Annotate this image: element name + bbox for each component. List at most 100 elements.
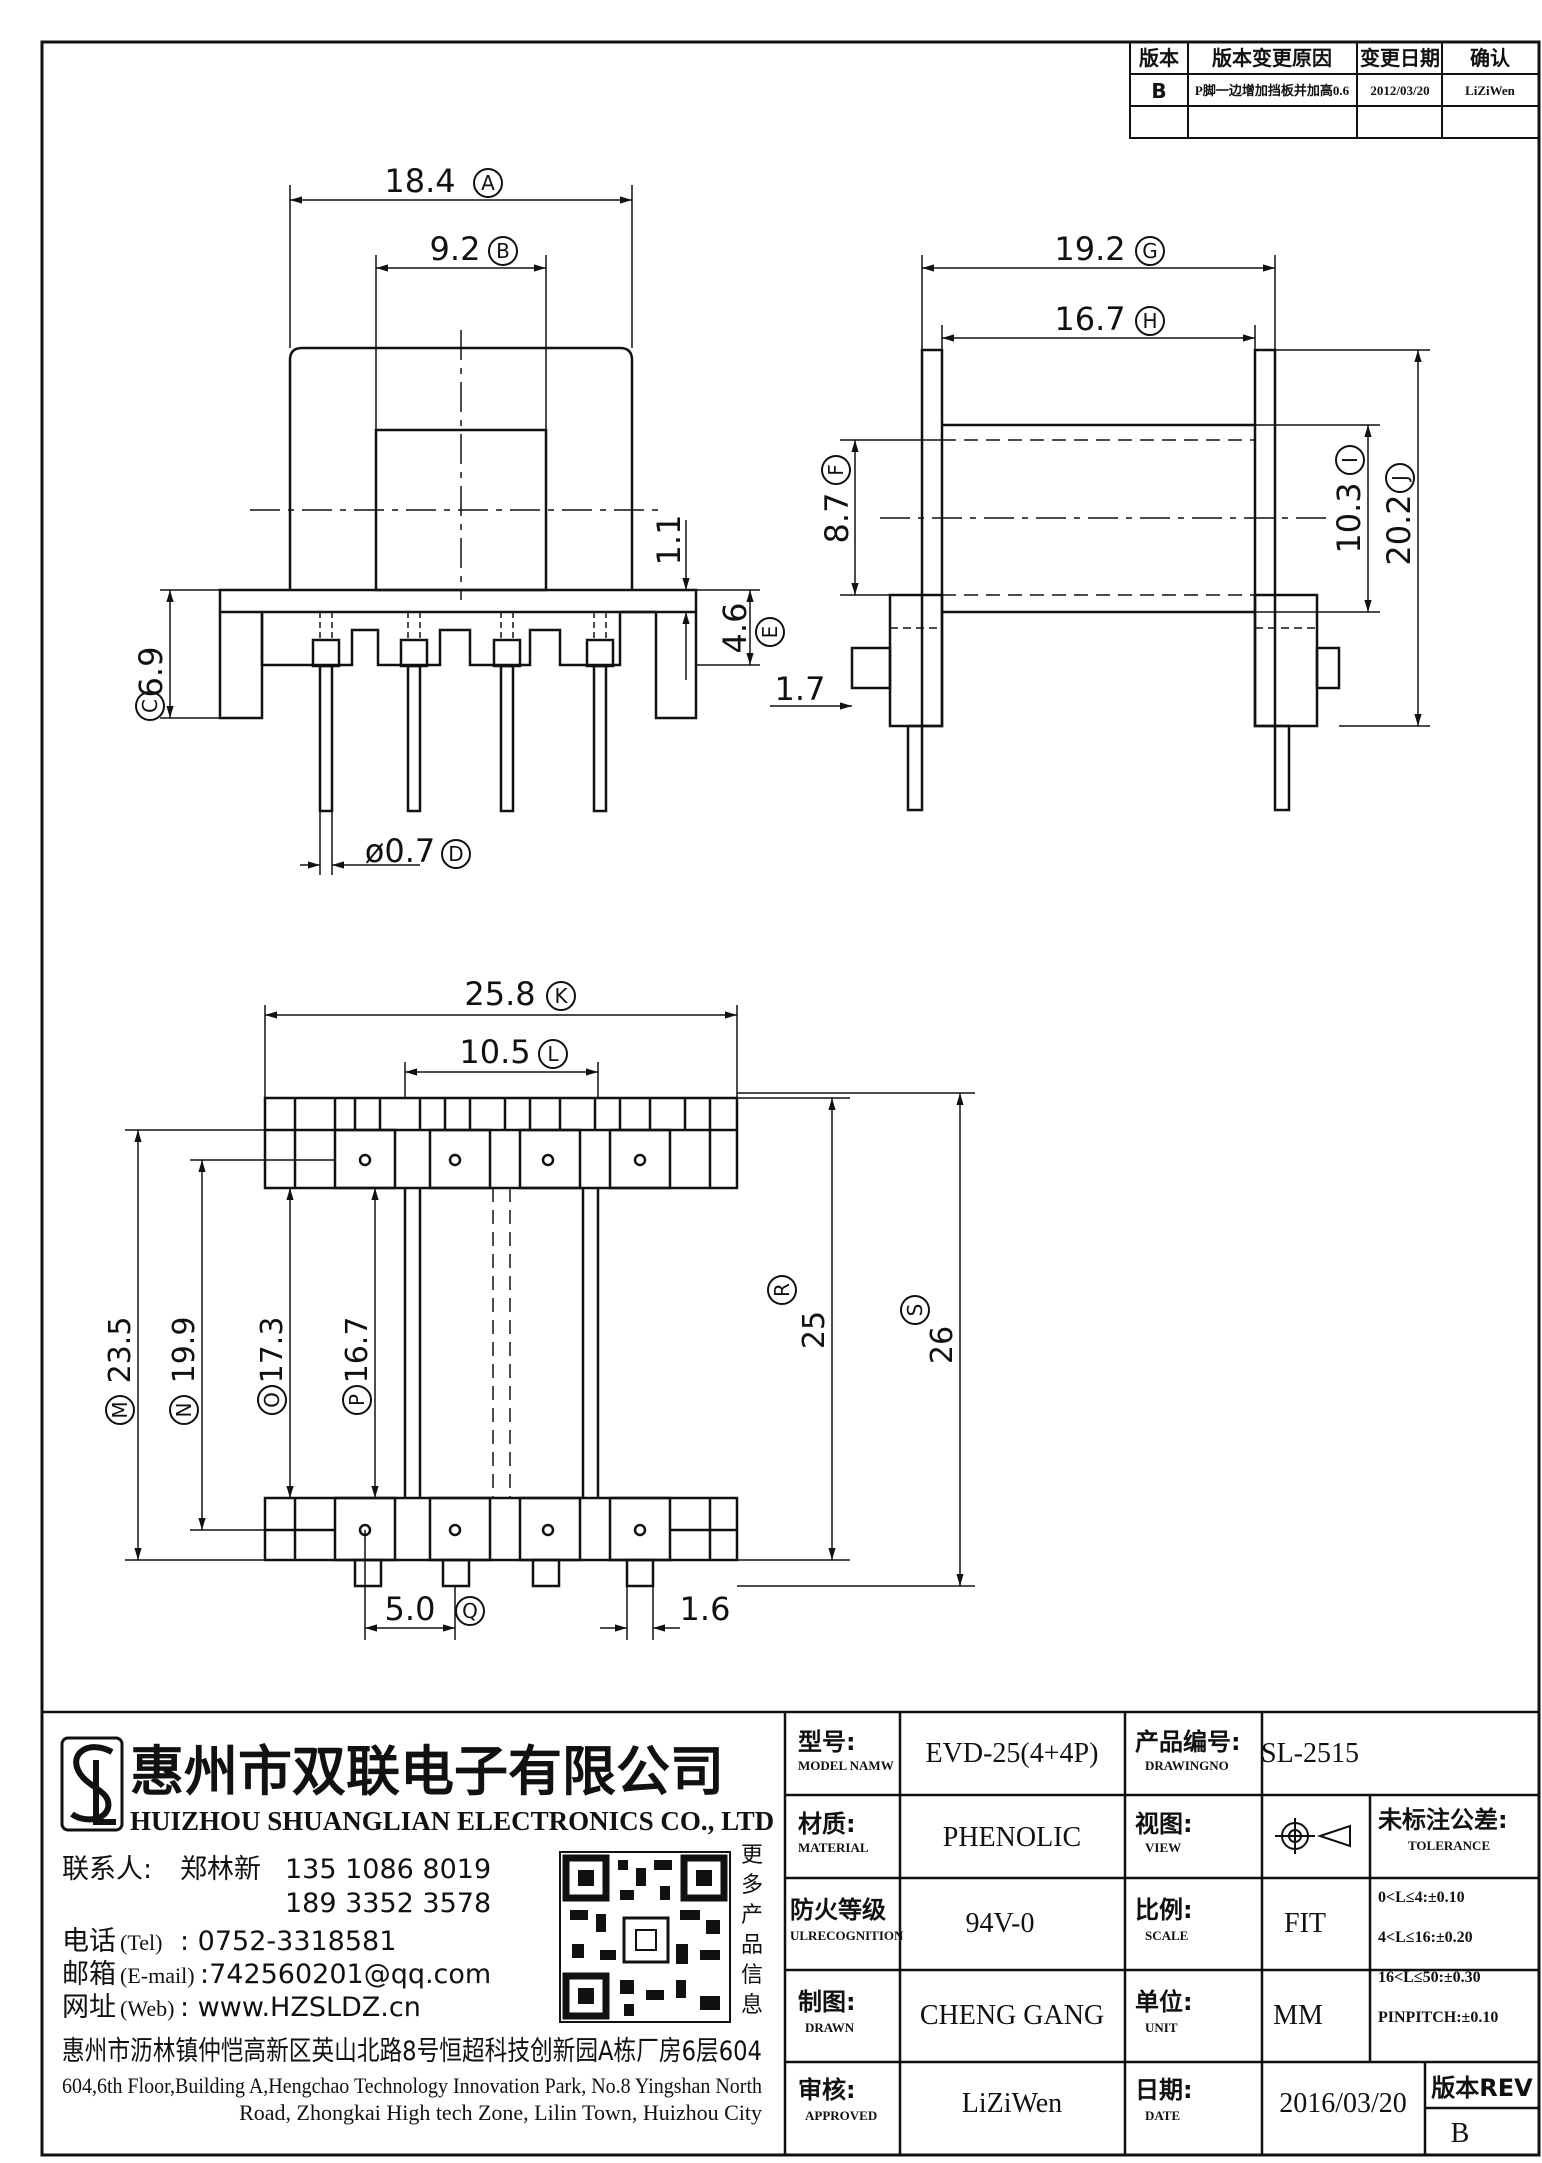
dim-l-label: L [547, 1042, 559, 1066]
dim-n-label: N [172, 1403, 196, 1418]
company-logo [60, 1736, 124, 1832]
date-label-en: DATE [1145, 2108, 1180, 2123]
title-block-frame [42, 1710, 1539, 2155]
view-label-cn: 视图: [1135, 1810, 1193, 1838]
dim-m-value: 23.5 [103, 1317, 138, 1384]
projection-symbol-icon [1275, 1818, 1351, 1854]
tel-label-en: (Tel) [120, 1930, 162, 1955]
rev-row-version: B [1151, 79, 1166, 103]
scale-label-cn: 比例: [1135, 1896, 1193, 1924]
rev-header-date: 变更日期 [1360, 46, 1440, 70]
dim-k-label: K [554, 984, 568, 1008]
dim-p-value: 16.7 [340, 1317, 375, 1384]
address-en-line-2: Road, Zhongkai High tech Zone, Lilin Tow… [239, 2100, 762, 2125]
dim-1-6-value: 1.6 [680, 1590, 731, 1628]
dim-m-marker [105, 1395, 135, 1425]
rev-value: B [1451, 2118, 1470, 2149]
approved-value: LiZiWen [962, 2088, 1062, 2119]
mail-label-en: (E-mail) [120, 1963, 195, 1988]
tolerance-label-cn: 未标注公差: [1378, 1806, 1508, 1834]
revision-table [1129, 41, 1540, 139]
material-label-cn: 材质: [798, 1810, 856, 1838]
sheet-border [40, 40, 1541, 2157]
dim-o-marker [257, 1385, 287, 1415]
dim-j-label: J [1388, 475, 1412, 483]
company-name-en: HUIZHOU SHUANGLIAN ELECTRONICS CO., LTD [130, 1806, 774, 1836]
dim-a-value: 18.4 [384, 162, 455, 200]
dim-j-marker [1385, 463, 1415, 493]
dim-p-marker [342, 1385, 372, 1415]
drawing-no-value: SL-2515 [1261, 1738, 1359, 1769]
title-block-grid [785, 1712, 1539, 2155]
qr-caption-5: 信 [741, 1962, 763, 1987]
dim-c-label: C [138, 699, 162, 713]
dim-s-value: 26 [925, 1326, 960, 1364]
rev-header-reason: 版本变更原因 [1212, 46, 1332, 70]
fire-rating-label-cn: 防火等级 [790, 1896, 886, 1924]
approved-label-en: APPROVED [805, 2108, 877, 2123]
contact-phone-2: 189 3352 3578 [285, 1888, 491, 1919]
scale-label-en: SCALE [1145, 1928, 1188, 1943]
scale-value: FIT [1284, 1908, 1326, 1939]
qr-caption-4: 品 [741, 1932, 763, 1957]
qr-caption-1: 更 [741, 1842, 763, 1867]
dim-k-value: 25.8 [464, 975, 535, 1013]
dim-p-label: P [345, 1394, 369, 1406]
tolerance-label-en: TOLERANCE [1408, 1838, 1490, 1853]
mail-value: :742560201@qq.com [200, 1959, 491, 1990]
unit-label-en: UNIT [1145, 2020, 1178, 2035]
dim-e-label: E [758, 626, 782, 639]
dim-l-marker [538, 1039, 568, 1069]
model-label-en: MODEL NAMW [798, 1758, 894, 1773]
rev-row-reason: P脚一边增加挡板并加高0.6 [1195, 83, 1350, 98]
dim-d-value: ø0.7 [365, 832, 435, 870]
dim-h-value: 16.7 [1054, 300, 1125, 338]
rev-header-confirm: 确认 [1470, 46, 1511, 70]
company-name-cn: 惠州市双联电子有限公司 [130, 1739, 724, 1803]
drawn-label-cn: 制图: [798, 1988, 856, 2016]
side-view [770, 255, 1430, 812]
dim-e-marker [755, 617, 785, 647]
dim-n-marker [169, 1395, 199, 1425]
rev-label: 版本REV [1431, 2074, 1533, 2102]
dim-k-marker [546, 981, 576, 1011]
dim-i-value: 10.3 [1330, 482, 1368, 553]
dim-f-value: 8.7 [818, 493, 856, 544]
dim-r-value: 25 [797, 1311, 832, 1349]
front-view [160, 185, 760, 875]
dim-c-marker [135, 691, 165, 721]
qr-code [559, 1851, 731, 2023]
web-label: 网址 [62, 1992, 116, 2023]
dim-h-label: H [1142, 309, 1157, 333]
drawing-no-label-cn: 产品编号: [1135, 1728, 1241, 1756]
material-label-en: MATERIAL [798, 1840, 869, 1855]
dim-d-marker [441, 839, 471, 869]
fire-rating-label-en: ULRECOGNITION [790, 1928, 904, 1943]
fire-rating-value: 94V-0 [966, 1908, 1035, 1939]
material-value: PHENOLIC [943, 1822, 1081, 1853]
dim-f-label: F [824, 464, 848, 476]
tolerance-row-1: 0<L≤4:±0.10 [1378, 1889, 1465, 1906]
tel-value: : 0752-3318581 [180, 1926, 396, 1957]
dim-g-label: G [1142, 239, 1158, 263]
drawing-no-label-en: DRAWINGNO [1145, 1758, 1229, 1773]
rev-row-date: 2012/03/20 [1370, 83, 1429, 98]
dim-q-label: Q [462, 1599, 478, 1623]
date-label-cn: 日期: [1135, 2076, 1193, 2104]
dim-a-label: A [481, 171, 495, 195]
view-label-en: VIEW [1145, 1840, 1181, 1855]
dim-a-marker [473, 168, 503, 198]
dim-o-label: O [260, 1392, 284, 1408]
dim-e-value: 4.6 [716, 603, 754, 654]
dim-d-label: D [448, 842, 463, 866]
dim-r-marker [767, 1275, 797, 1305]
contact-label: 联系人: [62, 1854, 152, 1885]
drawn-label-en: DRAWN [805, 2020, 855, 2035]
contact-name: 郑林新 [180, 1854, 261, 1885]
dim-h-marker [1135, 306, 1165, 336]
web-label-en: (Web) [120, 1996, 174, 2021]
rev-header-version: 版本 [1139, 46, 1179, 70]
qr-caption-3: 产 [741, 1902, 763, 1927]
dim-m-label: M [108, 1401, 132, 1418]
